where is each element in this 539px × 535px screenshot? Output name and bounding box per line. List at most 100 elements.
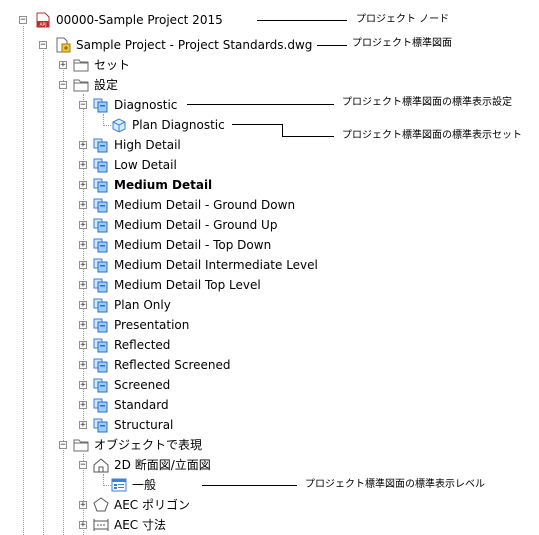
collapse-toggle[interactable]: − (79, 460, 87, 470)
tree-node-config[interactable]: + Low Detail (0, 155, 200, 175)
tree-node-config[interactable]: + Medium Detail - Ground Up (0, 215, 300, 235)
expand-toggle[interactable]: + (79, 500, 87, 510)
folder-icon (72, 76, 90, 94)
expand-toggle[interactable]: + (79, 380, 87, 390)
tree-node-sets[interactable]: + セット (0, 55, 160, 75)
tree-node-config[interactable]: + Screened (0, 375, 200, 395)
annotation-standards-drawing: プロジェクト標準図面 (352, 38, 452, 49)
tree-node-diagnostic[interactable]: − Diagnostic (0, 95, 190, 115)
tree-node-config[interactable]: + Medium Detail Top Level (0, 275, 300, 295)
config-label: Medium Detail - Top Down (114, 238, 272, 252)
expand-toggle[interactable]: + (79, 240, 87, 250)
tree-node-plan-diagnostic[interactable]: Plan Diagnostic (0, 115, 230, 135)
expand-toggle[interactable]: + (79, 160, 87, 170)
config-label: Low Detail (114, 158, 177, 172)
expand-toggle[interactable]: + (79, 360, 87, 370)
display-set-icon (110, 116, 128, 134)
config-label: Medium Detail Top Level (114, 278, 261, 292)
callout-line (202, 485, 297, 486)
annotation-display-rep: プロジェクト標準図面の標準表示レベル (305, 479, 485, 490)
settings-label: 設定 (94, 78, 119, 92)
collapse-toggle[interactable]: − (19, 15, 27, 25)
display-config-icon (92, 356, 110, 374)
tree-node-aec-polygon[interactable]: + AEC ポリゴン (0, 495, 220, 515)
tree-connector (103, 125, 111, 126)
expand-toggle[interactable]: + (79, 300, 87, 310)
display-config-icon (92, 96, 110, 114)
tree-node-config[interactable]: + Presentation (0, 315, 200, 335)
tree-node-config[interactable]: + Medium Detail - Top Down (0, 235, 300, 255)
plan-diagnostic-label: Plan Diagnostic (132, 118, 225, 132)
tree-connector (83, 94, 84, 426)
folder-icon (72, 56, 90, 74)
expand-toggle[interactable]: + (59, 60, 67, 70)
expand-toggle[interactable]: + (79, 340, 87, 350)
display-config-icon (92, 416, 110, 434)
config-label-current: Medium Detail (114, 178, 213, 192)
tree-connector (43, 46, 44, 535)
callout-line (187, 104, 334, 105)
diagnostic-label: Diagnostic (114, 98, 178, 112)
project-label: 00000-Sample Project 2015 (56, 13, 223, 27)
expand-toggle[interactable]: + (79, 260, 87, 270)
collapse-toggle[interactable]: − (59, 440, 67, 450)
expand-toggle[interactable]: + (79, 140, 87, 150)
section-elevation-label: 2D 断面図/立面図 (114, 458, 211, 472)
polygon-icon (92, 496, 110, 514)
tree-connector (83, 454, 84, 535)
display-config-icon (92, 336, 110, 354)
config-label: Screened (114, 378, 171, 392)
display-config-icon (92, 316, 110, 334)
tree-node-config[interactable]: + Reflected (0, 335, 200, 355)
config-label: Structural (114, 418, 174, 432)
collapse-toggle[interactable]: − (39, 40, 47, 50)
display-config-icon (92, 276, 110, 294)
tree-node-config[interactable]: + Plan Only (0, 295, 200, 315)
tree-node-aec-dimension[interactable]: + AEC 寸法 (0, 515, 220, 535)
config-label: Reflected (114, 338, 171, 352)
tree-node-config[interactable]: + High Detail (0, 135, 200, 155)
tree-node-settings[interactable]: − 設定 (0, 75, 160, 95)
tree-node-config[interactable]: + Structural (0, 415, 200, 435)
config-label: Plan Only (114, 298, 171, 312)
tree-node-config[interactable]: + Medium Detail (0, 175, 220, 195)
tree-node-project[interactable]: − 00000-Sample Project 2015 (0, 10, 240, 30)
tree-node-object-display[interactable]: − オブジェクトで表現 (0, 435, 220, 455)
tree-connector (103, 114, 104, 124)
aec-dimension-label: AEC 寸法 (114, 518, 166, 532)
tree-node-config[interactable]: + Medium Detail - Ground Down (0, 195, 300, 215)
expand-toggle[interactable]: + (79, 400, 87, 410)
callout-line (282, 136, 334, 137)
expand-toggle[interactable]: + (79, 320, 87, 330)
display-config-icon (92, 396, 110, 414)
display-config-icon (92, 296, 110, 314)
expand-toggle[interactable]: + (79, 220, 87, 230)
display-config-icon (92, 176, 110, 194)
dimension-icon (92, 516, 110, 534)
annotation-display-config: プロジェクト標準図面の標準表示設定 (342, 97, 512, 108)
display-config-icon (92, 196, 110, 214)
general-label: 一般 (132, 478, 157, 492)
tree-node-standards-drawing[interactable]: − Sample Project - Project Standards.dwg (0, 35, 345, 55)
project-icon (34, 11, 52, 29)
collapse-toggle[interactable]: − (59, 80, 67, 90)
config-label: High Detail (114, 138, 181, 152)
tree-node-general[interactable]: 一般 (0, 475, 180, 495)
display-rep-icon (110, 476, 128, 494)
collapse-toggle[interactable]: − (79, 100, 87, 110)
annotation-project-node: プロジェクト ノード (356, 14, 450, 25)
tree-node-config[interactable]: + Standard (0, 395, 200, 415)
expand-toggle[interactable]: + (79, 180, 87, 190)
expand-toggle[interactable]: + (79, 420, 87, 430)
tree-node-config[interactable]: + Reflected Screened (0, 355, 240, 375)
standards-drawing-label: Sample Project - Project Standards.dwg (76, 38, 313, 52)
expand-toggle[interactable]: + (79, 200, 87, 210)
house-icon (92, 456, 110, 474)
expand-toggle[interactable]: + (79, 280, 87, 290)
tree-node-section-elevation[interactable]: − 2D 断面図/立面図 (0, 455, 240, 475)
expand-toggle[interactable]: + (79, 520, 87, 530)
config-label: Reflected Screened (114, 358, 231, 372)
tree-connector (63, 66, 64, 535)
tree-node-config[interactable]: + Medium Detail Intermediate Level (0, 255, 330, 275)
callout-line (317, 45, 347, 46)
